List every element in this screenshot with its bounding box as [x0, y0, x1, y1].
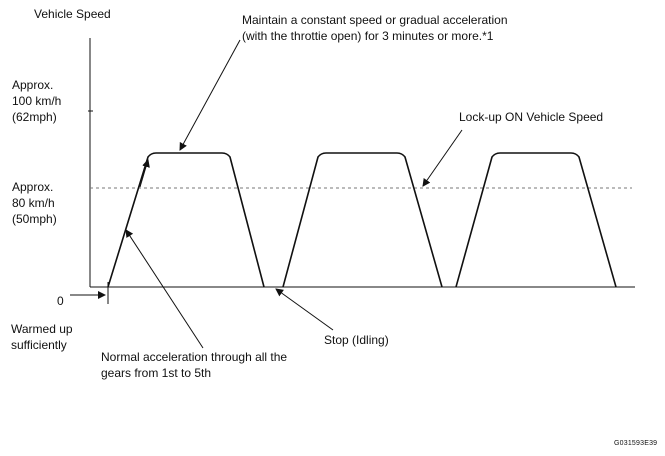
- speed-profile-line: [107, 152, 617, 288]
- y-label-100-line2: 100 km/h: [12, 94, 62, 108]
- accel-upper-arrow: [139, 159, 150, 188]
- lockup-note: Lock-up ON Vehicle Speed: [459, 110, 604, 124]
- normal-accel-arrow: [125, 229, 204, 349]
- figure-code: G031593E39: [614, 440, 658, 447]
- y-label-80-line3: (50mph): [12, 212, 57, 226]
- y-label-100-line3: (62mph): [12, 110, 57, 124]
- normal-accel-note-line1: Normal acceleration through all the: [101, 350, 288, 364]
- lockup-arrow: [422, 129, 463, 187]
- y-label-100-line1: Approx.: [12, 78, 54, 92]
- normal-accel-note-line2: gears from 1st to 5th: [101, 366, 212, 380]
- constant-speed-arrow: [179, 39, 241, 151]
- warmed-up-note-line1: Warmed up: [11, 322, 73, 336]
- y-label-80-line1: Approx.: [12, 180, 54, 194]
- constant-speed-note-line1: Maintain a constant speed or gradual acc…: [242, 13, 508, 27]
- y-axis-label: Vehicle Speed: [34, 7, 111, 21]
- warmed-up-note-line2: sufficiently: [11, 338, 67, 352]
- y-label-80-line2: 80 km/h: [12, 196, 55, 210]
- y-label-zero: 0: [57, 294, 64, 308]
- constant-speed-note-line2: (with the throttie open) for 3 minutes o…: [242, 29, 494, 43]
- stop-arrow: [275, 288, 334, 331]
- stop-note: Stop (Idling): [324, 333, 389, 347]
